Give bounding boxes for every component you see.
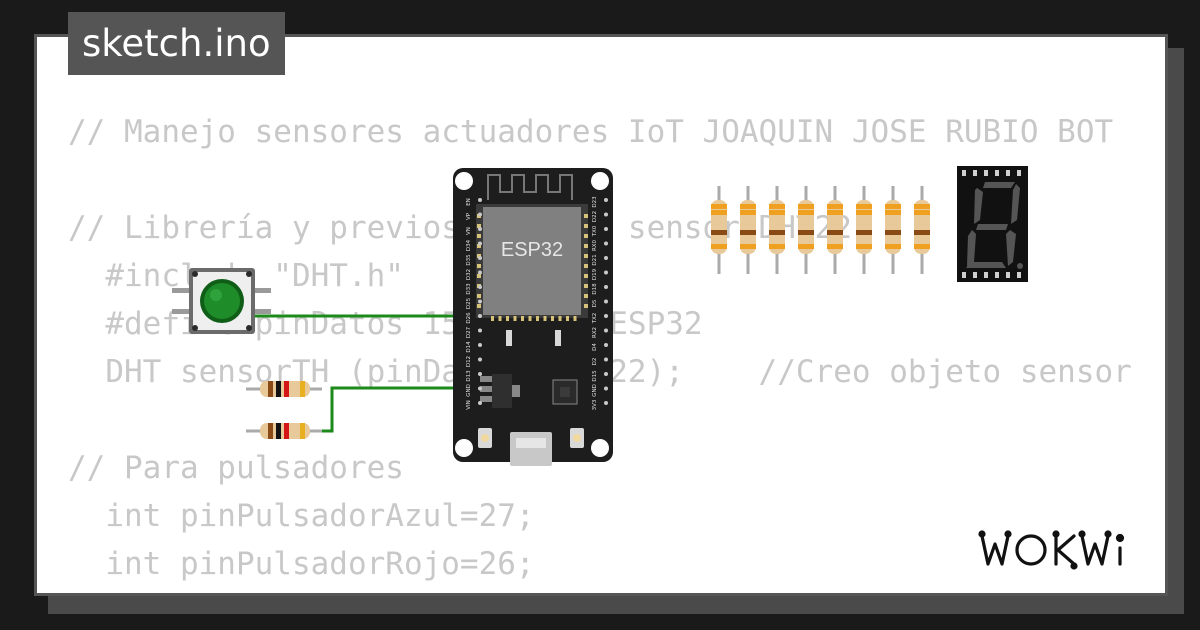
resistor[interactable] <box>885 186 901 274</box>
pin-label: TX0 <box>592 225 598 237</box>
pin-label: D35 <box>466 254 472 266</box>
pin-label: D21 <box>592 254 598 265</box>
voltage-regulator <box>492 374 512 408</box>
pin-label: D13 <box>466 370 472 382</box>
chip-label: ESP32 <box>501 239 563 261</box>
decimal-point <box>1017 263 1023 269</box>
pin-hole <box>604 314 608 318</box>
antenna-trace <box>487 174 573 200</box>
wire-resistors-to-gnd <box>318 386 462 433</box>
pin-hole <box>604 401 608 405</box>
pin-hole <box>478 328 482 333</box>
pin-hole <box>478 357 482 362</box>
pin-hole <box>604 372 608 376</box>
module-pads <box>477 214 588 321</box>
pin-label: D4 <box>592 343 598 351</box>
pin-label: GND <box>592 384 598 397</box>
pin-hole <box>478 299 482 304</box>
pushbutton[interactable] <box>172 268 271 334</box>
pin-label: D26 <box>466 312 472 324</box>
pin-hole <box>478 198 482 202</box>
resistor-group-top <box>711 186 930 274</box>
pin-label: EN <box>466 198 472 206</box>
pin-hole <box>478 227 482 231</box>
pin-label: D32 <box>466 269 472 280</box>
code-line: // Para pulsadores <box>68 450 404 486</box>
code-line: // Manejo sensores actuadores IoT JOAQUI… <box>68 114 1114 150</box>
pin-label: D22 <box>592 211 598 222</box>
pin-label: D18 <box>592 283 598 295</box>
code-line: int pinPulsadorAzul=27; <box>68 498 535 534</box>
resistor[interactable] <box>246 381 322 397</box>
wokwi-logo <box>978 530 1125 570</box>
pin-label: VIN <box>466 400 472 410</box>
pin-hole <box>478 256 482 260</box>
pin-label: D5 <box>592 299 598 307</box>
pin-hole <box>604 241 608 246</box>
resistor[interactable] <box>827 186 843 274</box>
pin-label: D34 <box>466 239 472 251</box>
code-line: int pinPulsadorRojo=26; <box>68 546 535 582</box>
pin-label: D15 <box>592 370 598 382</box>
pin-label: D19 <box>592 268 598 280</box>
pin-label: D23 <box>592 196 598 208</box>
resistor[interactable] <box>246 423 322 439</box>
pin-hole <box>604 343 608 347</box>
resistor[interactable] <box>914 186 930 274</box>
pin-hole <box>604 386 608 391</box>
pin-label: D14 <box>466 341 472 353</box>
pin-hole <box>604 256 608 260</box>
pin-hole <box>604 328 608 333</box>
pin-hole <box>478 401 482 405</box>
esp32-board[interactable]: ESP32 ENVPVND34D35D32D33D25D26D27D14D12D… <box>453 168 613 466</box>
pin-label: VP <box>466 212 472 220</box>
pin-hole <box>604 299 608 304</box>
pin-hole <box>604 227 608 231</box>
pin-hole <box>604 198 608 202</box>
resistor[interactable] <box>798 186 814 274</box>
pin-hole <box>478 212 482 217</box>
pin-label: TX2 <box>592 313 598 325</box>
code-line: DHT sensorTH (pinDatos, DHT22); //Creo o… <box>105 354 1132 390</box>
pin-hole <box>478 372 482 376</box>
pin-label: D12 <box>466 356 472 367</box>
code-editor[interactable]: // Manejo sensores actuadores IoT JOAQUI… <box>68 108 1132 590</box>
resistor[interactable] <box>769 186 785 274</box>
resistor[interactable] <box>740 186 756 274</box>
resistor-group-left <box>246 381 322 439</box>
pin-hole <box>478 270 482 275</box>
pin-label: 3V3 <box>592 399 598 410</box>
pin-hole <box>604 357 608 362</box>
resistor[interactable] <box>711 186 727 274</box>
resistor[interactable] <box>856 186 872 274</box>
pin-label: RX0 <box>592 239 598 251</box>
pin-label: VN <box>466 227 472 235</box>
pin-hole <box>478 314 482 318</box>
pin-label: D33 <box>466 283 472 295</box>
pin-hole <box>478 241 482 246</box>
pin-hole <box>604 270 608 275</box>
pin-hole <box>604 212 608 217</box>
segments <box>966 182 1020 268</box>
pin-label: D27 <box>466 326 472 338</box>
pin-label: D25 <box>466 297 472 309</box>
seven-segment-display[interactable] <box>957 166 1028 282</box>
file-tab[interactable]: sketch.ino <box>68 12 285 75</box>
pin-label: GND <box>466 384 472 397</box>
wroom-module <box>483 207 581 315</box>
code-viewport: // Manejo sensores actuadores IoT JOAQUI… <box>34 34 1162 590</box>
pin-label: RX2 <box>592 327 598 338</box>
pin-hole <box>478 386 482 391</box>
usb-port <box>510 432 552 466</box>
pin-hole <box>478 285 482 289</box>
pin-hole <box>478 343 482 347</box>
pin-hole <box>604 285 608 289</box>
pin-label: D2 <box>592 358 598 366</box>
wires <box>252 314 462 433</box>
